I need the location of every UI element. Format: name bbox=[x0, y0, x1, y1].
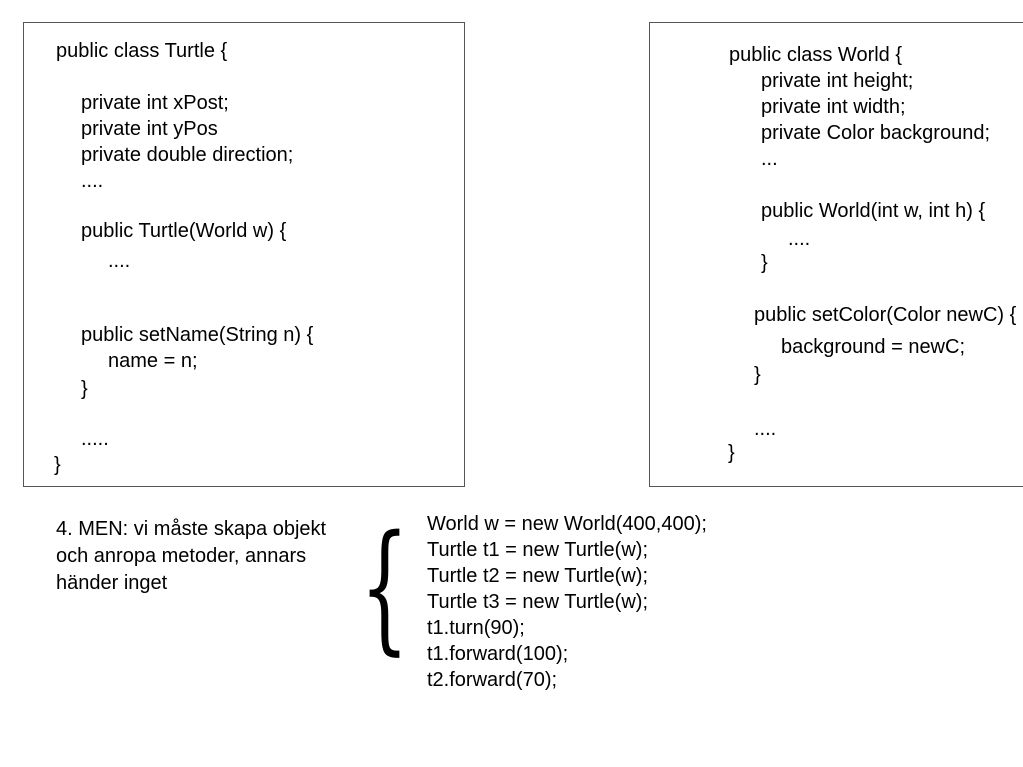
code-line: ..... bbox=[81, 428, 109, 450]
snippet-line: t2.forward(70); bbox=[427, 669, 558, 691]
code-line: ... bbox=[761, 148, 778, 170]
note-line: 4. MEN: vi måste skapa objekt bbox=[56, 518, 327, 540]
snippet-line: Turtle t2 = new Turtle(w); bbox=[427, 565, 648, 587]
usage-code-snippet: World w = new World(400,400); Turtle t1 … bbox=[427, 511, 707, 693]
snippet-line: Turtle t3 = new Turtle(w); bbox=[427, 591, 648, 613]
code-line: private double direction; bbox=[81, 144, 294, 166]
code-line: private Color background; bbox=[761, 122, 991, 144]
code-line: } bbox=[728, 442, 735, 464]
code-line: private int xPost; bbox=[81, 92, 229, 114]
code-line: private int yPos bbox=[81, 118, 218, 140]
code-line: public World(int w, int h) { bbox=[761, 200, 986, 222]
note-line: händer inget bbox=[56, 572, 168, 594]
code-line: background = newC; bbox=[781, 336, 966, 358]
code-line: private int width; bbox=[761, 96, 906, 118]
code-line: public class Turtle { bbox=[56, 40, 228, 62]
code-line: name = n; bbox=[108, 350, 198, 372]
code-line: .... bbox=[754, 418, 777, 440]
code-line: public class World { bbox=[729, 44, 903, 66]
turtle-class-code-box: public class Turtle { private int xPost;… bbox=[23, 22, 465, 487]
snippet-line: t1.forward(100); bbox=[427, 643, 569, 665]
code-line: } bbox=[754, 364, 761, 386]
code-line: public Turtle(World w) { bbox=[81, 220, 287, 242]
snippet-line: t1.turn(90); bbox=[427, 617, 525, 639]
note-line: och anropa metoder, annars bbox=[56, 545, 307, 567]
code-line: .... bbox=[788, 228, 811, 250]
code-line: .... bbox=[108, 250, 131, 272]
curly-brace: { bbox=[360, 506, 409, 669]
code-line: public setColor(Color newC) { bbox=[754, 304, 1017, 326]
code-line: private int height; bbox=[761, 70, 914, 92]
explanation-note: 4. MEN: vi måste skapa objekt och anropa… bbox=[56, 516, 326, 597]
code-line: } bbox=[54, 454, 61, 476]
code-line: } bbox=[761, 252, 768, 274]
snippet-line: Turtle t1 = new Turtle(w); bbox=[427, 539, 648, 561]
code-line: .... bbox=[81, 170, 104, 192]
code-line: } bbox=[81, 378, 88, 400]
snippet-line: World w = new World(400,400); bbox=[427, 513, 707, 535]
world-class-code-box: public class World { private int height;… bbox=[649, 22, 1023, 487]
code-line: public setName(String n) { bbox=[81, 324, 314, 346]
